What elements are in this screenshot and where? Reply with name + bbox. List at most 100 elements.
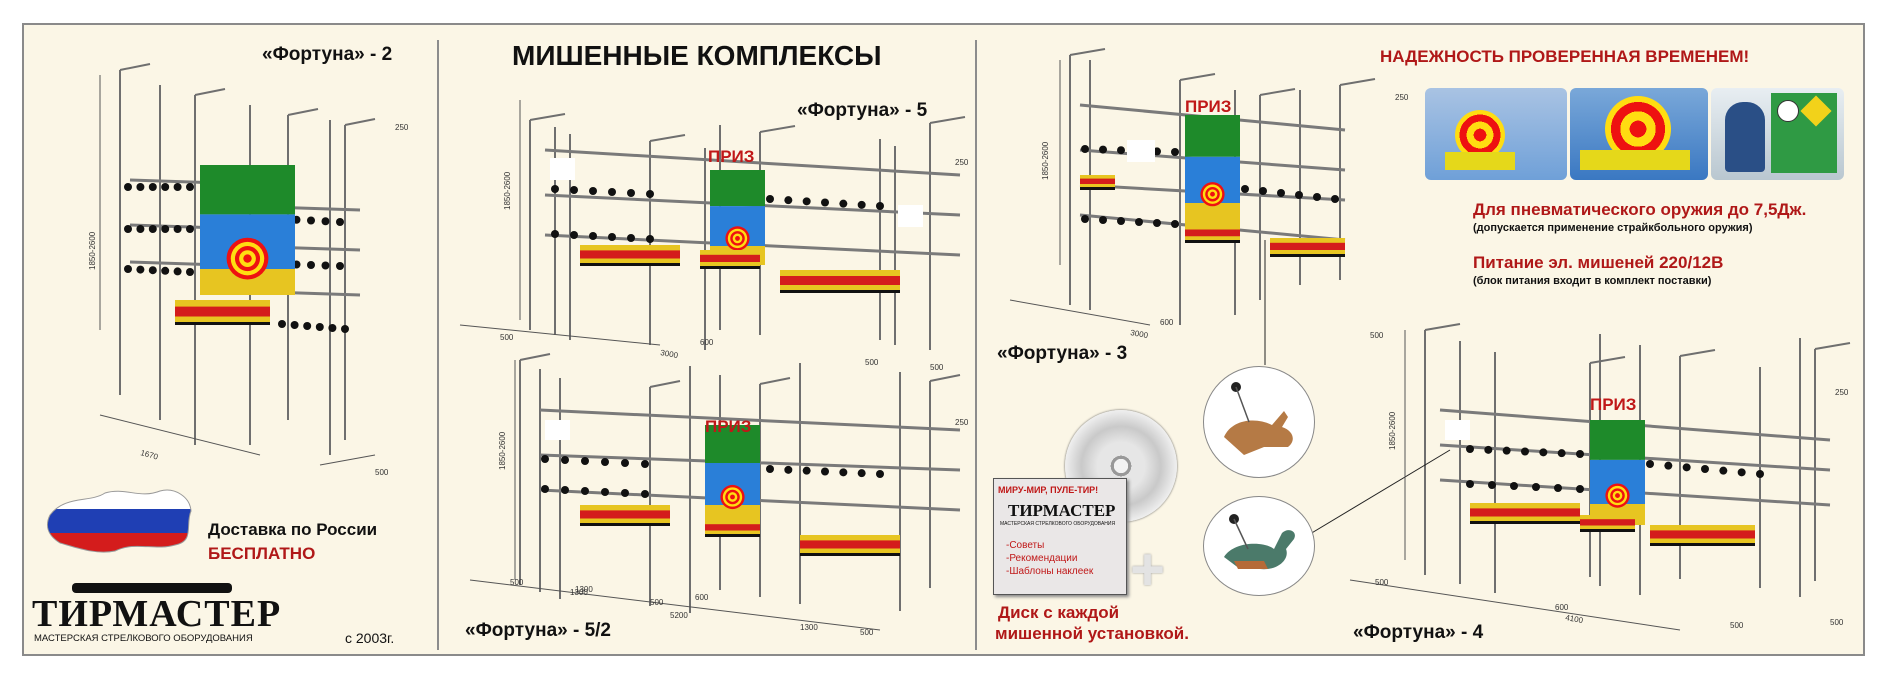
target-disc <box>315 323 324 331</box>
target-disc <box>1719 466 1728 475</box>
target-disc <box>1081 215 1089 223</box>
target-disc <box>784 465 793 474</box>
disc-box-title: МИРУ-МИР, ПУЛЕ-ТИР! <box>998 485 1099 495</box>
target-disc <box>876 470 884 478</box>
target-disc <box>307 261 315 269</box>
lamp-arm <box>1679 349 1716 357</box>
russia-flag-map <box>45 485 195 557</box>
stripe-red <box>580 250 680 259</box>
tirmaster-logo: ТИРМАСТЕР МАСТЕРСКАЯ СТРЕЛКОВОГО ОБОРУДО… <box>32 583 332 645</box>
target-disc <box>341 325 349 333</box>
lamp-arm <box>1814 342 1851 350</box>
grid-card <box>898 205 923 227</box>
target-disc <box>621 489 629 497</box>
target-disc <box>784 196 793 205</box>
target-disc <box>1099 216 1107 224</box>
target-disc <box>290 321 299 329</box>
target-disc <box>136 265 145 274</box>
pointer-line <box>1299 449 1451 541</box>
target-disc <box>1737 468 1746 477</box>
stripe-black <box>1470 521 1580 524</box>
dimension-label: 500 <box>1830 618 1844 627</box>
shelf-bar <box>544 148 961 177</box>
delivery-line-1: Доставка по России <box>208 520 378 539</box>
dimension-label: 4100 <box>1565 613 1585 625</box>
dimension-label: 500 <box>930 363 944 372</box>
target-disc <box>1259 187 1267 195</box>
target-disc <box>161 225 170 233</box>
target-disc <box>608 233 616 241</box>
dimension-label: 3000 <box>1130 328 1150 340</box>
product-label-fortuna-2: «Фортуна» - 2 <box>262 44 393 65</box>
stripe-black <box>1270 254 1345 257</box>
target-disc <box>1081 145 1089 153</box>
target-disc <box>561 456 569 464</box>
lamp-arm <box>649 380 681 388</box>
target-disc <box>1756 470 1764 478</box>
target-disc <box>766 195 774 203</box>
target-disc <box>1682 463 1691 472</box>
dimension-label: 250 <box>395 123 409 132</box>
dimension-label: 500 <box>375 468 389 477</box>
stripe-red <box>580 510 670 519</box>
stripe-black <box>780 290 900 293</box>
disc-box-item: -Советы <box>1006 540 1045 551</box>
panel-yellow <box>1185 203 1240 225</box>
dimension-label: 1850-2600 <box>1388 411 1397 450</box>
dimension-label: 250 <box>955 418 969 427</box>
dimension-label: 1300 <box>800 623 818 632</box>
target-disc <box>1554 484 1562 492</box>
dimension-label: 600 <box>700 338 714 347</box>
stripe-black <box>705 534 760 537</box>
target-disc <box>336 262 344 270</box>
logo-subtitle: МАСТЕРСКАЯ СТРЕЛКОВОГО ОБОРУДОВАНИЯ <box>34 633 253 644</box>
lamp-arm <box>344 118 376 126</box>
photo-shooter <box>1711 88 1844 180</box>
bullseye-target <box>1210 191 1215 197</box>
stripe-red <box>1650 530 1755 539</box>
target-disc <box>1664 461 1673 470</box>
target-disc <box>161 183 170 191</box>
target-disc <box>186 183 194 191</box>
dim-line <box>99 414 261 456</box>
panel-green <box>710 170 765 207</box>
dimension-label: 1850-2600 <box>1041 141 1050 180</box>
logo-rifleman-graphic <box>72 583 232 593</box>
target-disc <box>857 469 866 478</box>
disc-box-item: -Рекомендации <box>1006 553 1078 564</box>
dim-line <box>1009 299 1151 326</box>
target-disc <box>148 225 157 233</box>
lamp-arm <box>649 134 686 142</box>
disc-box-item: -Шаблоны наклеек <box>1006 566 1094 577</box>
stripe-red <box>1185 229 1240 237</box>
plus-icon: + <box>1130 536 1166 603</box>
stripe-black <box>580 523 670 526</box>
grid-card <box>550 158 575 180</box>
target-disc <box>541 485 549 493</box>
target-disc <box>1171 148 1179 156</box>
power-note: (блок питания входит в комплект поставки… <box>1473 275 1712 287</box>
panel-green <box>200 165 295 215</box>
page-title: МИШЕННЫЕ КОМПЛЕКСЫ <box>512 40 882 71</box>
dimension-label: 500 <box>1370 331 1384 340</box>
logo-name: ТИРМАСТЕР <box>32 593 282 635</box>
stripe-black <box>175 322 270 325</box>
target-disc <box>136 183 145 191</box>
disc-caption-2: мишенной установкой. <box>995 624 1189 643</box>
since-year: с 2003г. <box>345 630 395 646</box>
target-disc <box>1502 446 1511 455</box>
hare-target-medallion <box>1203 366 1315 478</box>
dimension-label: 600 <box>1555 603 1569 612</box>
dimension-label: 500 <box>650 598 664 607</box>
target-disc <box>321 217 330 226</box>
slogan: НАДЕЖНОСТЬ ПРОВЕРЕННАЯ ВРЕМЕНЕМ! <box>1380 47 1750 66</box>
target-disc <box>1171 220 1179 228</box>
dimension-label: 250 <box>1835 388 1849 397</box>
target-disc <box>1484 445 1493 454</box>
dimension-label: 3000 <box>660 348 680 360</box>
disc-box-brand: ТИРМАСТЕР <box>1008 501 1116 520</box>
lamp-arm <box>529 113 566 121</box>
lamp-arm <box>929 374 961 382</box>
target-disc <box>1135 218 1143 226</box>
prize-label: ПРИЗ <box>1185 97 1231 116</box>
